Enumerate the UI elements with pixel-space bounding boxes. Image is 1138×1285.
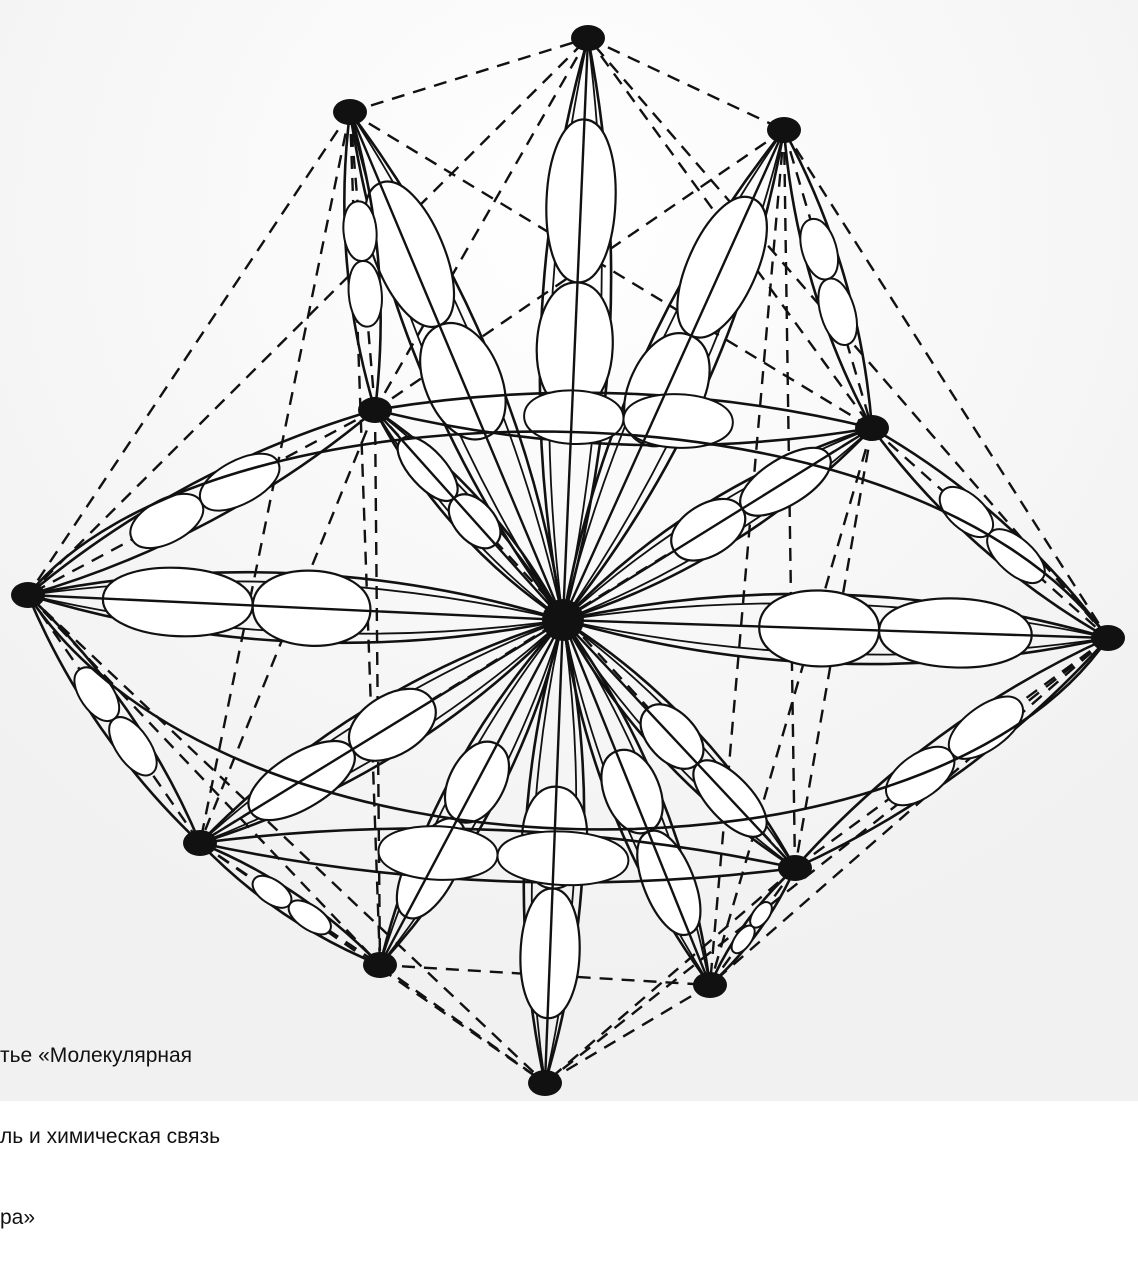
caption-line-1: тье «Молекулярная bbox=[0, 1042, 220, 1069]
atom-node bbox=[855, 415, 889, 441]
atom-node bbox=[333, 99, 367, 125]
ring-lobe bbox=[497, 831, 628, 885]
atom-node bbox=[1091, 625, 1125, 651]
atom-node bbox=[11, 582, 45, 608]
ring-lobe bbox=[349, 261, 382, 327]
diagram-stage: тье «Молекулярная ль и химическая связь … bbox=[0, 0, 1138, 1101]
caption-line-3: ра» bbox=[0, 1204, 220, 1231]
central-atom bbox=[542, 599, 584, 641]
ring-lobe bbox=[343, 201, 376, 261]
atom-node bbox=[183, 830, 217, 856]
atom-node bbox=[571, 25, 605, 51]
atom-node bbox=[767, 117, 801, 143]
molecular-model-diagram bbox=[0, 0, 1138, 1101]
ring-lobe bbox=[378, 826, 497, 880]
figure-caption: тье «Молекулярная ль и химическая связь … bbox=[0, 988, 220, 1285]
atom-node bbox=[528, 1070, 562, 1096]
atom-node bbox=[363, 952, 397, 978]
atom-node bbox=[693, 972, 727, 998]
atom-node bbox=[358, 397, 392, 423]
atom-node bbox=[778, 855, 812, 881]
caption-line-2: ль и химическая связь bbox=[0, 1123, 220, 1150]
ring-lobe bbox=[524, 390, 623, 444]
